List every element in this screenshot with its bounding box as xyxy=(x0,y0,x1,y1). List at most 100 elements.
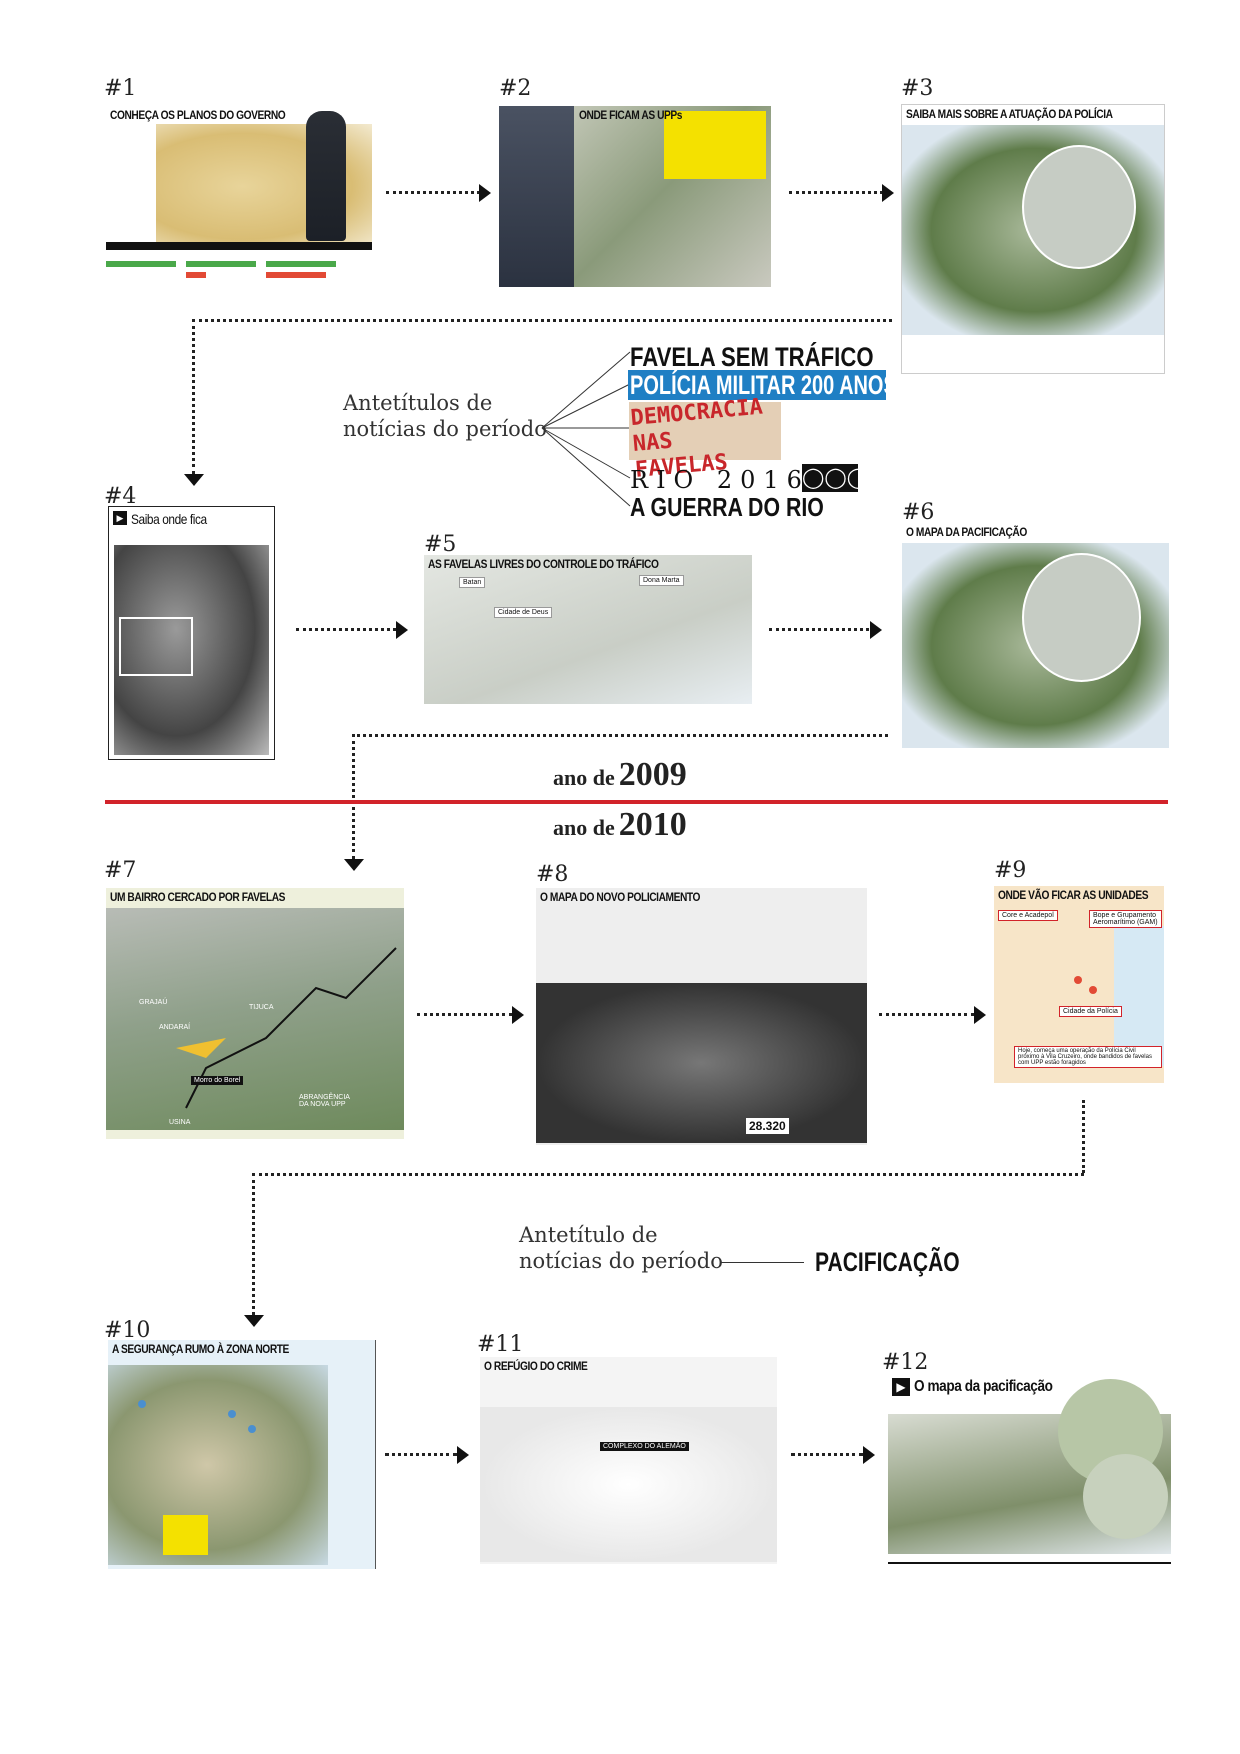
item-number: #6 xyxy=(902,500,935,525)
connector-line xyxy=(192,319,195,474)
map-label: ABRANGÊNCIA DA NOVA UPP xyxy=(299,1094,350,1108)
connector-arrow xyxy=(769,628,869,631)
item-number: #1 xyxy=(104,76,137,101)
thumbnail-title: O mapa da pacificação xyxy=(914,1378,1053,1395)
year-prefix: ano de xyxy=(553,815,615,840)
connector-line xyxy=(352,734,888,737)
zoom-circle xyxy=(1022,553,1141,682)
connector-line xyxy=(192,319,892,322)
satellite-image xyxy=(536,983,867,1143)
thumbnail-title: O REFÚGIO DO CRIME xyxy=(484,1359,588,1373)
arrow-head-icon xyxy=(344,859,364,871)
thumbnail-title: SAIBA MAIS SOBRE A ATUAÇÃO DA POLÍCIA xyxy=(906,107,1113,121)
thumbnail-8[interactable]: 28.320 O MAPA DO NOVO POLICIAMENTO xyxy=(536,888,867,1145)
item-number: #12 xyxy=(882,1350,929,1375)
map-label: ANDARAÍ xyxy=(159,1024,191,1031)
map-label: Cidade da Polícia xyxy=(1059,1006,1122,1017)
thumbnail-7[interactable]: GRAJAÚ TIJUCA ANDARAÍ Morro do Borel ABR… xyxy=(106,888,404,1139)
thumbnail-title: ONDE FICAM AS UPPs xyxy=(579,108,683,122)
connector-arrow xyxy=(791,1453,863,1456)
arrow-head-icon xyxy=(479,184,491,202)
thumbnail-title: A SEGURANÇA RUMO À ZONA NORTE xyxy=(112,1342,289,1356)
item-number: #2 xyxy=(499,76,532,101)
thumbnail-title: UM BAIRRO CERCADO POR FAVELAS xyxy=(110,890,286,904)
antetitulo-label: Antetítulo de notícias do período xyxy=(519,1222,723,1274)
arrow-head-icon xyxy=(244,1315,264,1327)
police-officer-photo xyxy=(306,111,346,241)
thumbnail-title: O MAPA DA PACIFICAÇÃO xyxy=(906,525,1027,539)
play-icon: ▶ xyxy=(113,511,127,525)
item-number: #3 xyxy=(901,76,934,101)
thumbnail-title: ONDE VÃO FICAR AS UNIDADES xyxy=(998,888,1149,902)
year-2010-label: ano de 2010 xyxy=(553,806,687,844)
zoom-circle xyxy=(1083,1454,1168,1539)
thumbnail-1[interactable]: CONHEÇA OS PLANOS DO GOVERNO xyxy=(106,106,372,279)
map-image xyxy=(108,1365,328,1565)
thumbnail-2[interactable]: ONDE FICAM AS UPPs xyxy=(499,106,771,287)
thumbnail-title: Saiba onde fica xyxy=(131,511,207,527)
item-number: #8 xyxy=(536,862,569,887)
headline-policia-militar: POLÍCIA MILITAR 200 ANOS xyxy=(630,370,897,400)
thumbnail-11[interactable]: COMPLEXO DO ALEMÃO O REFÚGIO DO CRIME xyxy=(480,1357,777,1564)
thumbnail-4[interactable]: ▶ Saiba onde fica xyxy=(108,506,275,760)
aerial-image xyxy=(106,908,404,1130)
thumbnail-title: O MAPA DO NOVO POLICIAMENTO xyxy=(540,890,701,904)
item-number: #7 xyxy=(104,858,137,883)
connector-arrow xyxy=(386,191,480,194)
year-divider xyxy=(105,800,1168,804)
map-label: TIJUCA xyxy=(249,1004,274,1011)
info-box xyxy=(664,111,766,179)
thumbnail-6[interactable]: O MAPA DA PACIFICAÇÃO xyxy=(902,523,1169,760)
map-label: Bope e Grupamento Aeromarítimo (GAM) xyxy=(1089,910,1162,928)
connector-arrow xyxy=(789,191,883,194)
map-label: USINA xyxy=(169,1119,191,1126)
thumbnail-10[interactable]: A SEGURANÇA RUMO À ZONA NORTE xyxy=(108,1340,376,1569)
connector-arrow xyxy=(417,1013,512,1016)
zoom-circle xyxy=(1022,145,1136,269)
item-number: #11 xyxy=(477,1332,524,1357)
total-value: 28.320 xyxy=(746,1118,789,1134)
thumbnail-title: CONHEÇA OS PLANOS DO GOVERNO xyxy=(110,108,286,122)
label-line: Antetítulos de xyxy=(343,391,493,415)
map-image xyxy=(480,1407,777,1562)
connector-line xyxy=(252,1173,1084,1176)
item-number: #10 xyxy=(104,1318,151,1343)
year-2009-label: ano de 2009 xyxy=(553,756,687,794)
year-prefix: ano de xyxy=(553,765,615,790)
bracket-lines xyxy=(541,351,631,507)
bay-area xyxy=(1114,926,1164,1066)
item-number: #5 xyxy=(424,532,457,557)
headline-guerra-do-rio: A GUERRA DO RIO xyxy=(630,492,824,522)
connector-arrow xyxy=(385,1453,457,1456)
thumbnail-5[interactable]: Batan Cidade de Deus Dona Marta AS FAVEL… xyxy=(424,555,752,704)
police-officer-photo xyxy=(499,106,574,287)
label-line: notícias do período xyxy=(519,1249,723,1273)
play-icon: ▶ xyxy=(892,1378,910,1396)
olympic-rings-icon: ◯◯◯ xyxy=(802,464,869,492)
thumbnail-3[interactable]: SAIBA MAIS SOBRE A ATUAÇÃO DA POLÍCIA xyxy=(901,104,1165,374)
connector-line xyxy=(252,1173,255,1315)
connector-line xyxy=(352,734,355,859)
arrow-head-icon xyxy=(870,621,882,639)
thumbnail-9[interactable]: Core e Acadepol Bope e Grupamento Aeroma… xyxy=(994,886,1164,1083)
info-box xyxy=(163,1515,208,1555)
highlight-box xyxy=(119,617,193,676)
connector-line xyxy=(1082,1100,1085,1173)
headline-pacificacao: PACIFICAÇÃO xyxy=(815,1247,960,1277)
thumbnail-title: AS FAVELAS LIVRES DO CONTROLE DO TRÁFICO xyxy=(428,557,659,571)
arrow-head-icon xyxy=(457,1446,469,1464)
year-value: 2009 xyxy=(618,756,687,793)
year-value: 2010 xyxy=(618,806,687,843)
arrow-head-icon xyxy=(512,1006,524,1024)
map-label: Core e Acadepol xyxy=(998,910,1058,921)
item-number: #4 xyxy=(104,484,137,509)
legend-bar xyxy=(106,242,372,250)
headline-democracia-box: DEMOCRACIA NAS FAVELAS xyxy=(629,395,781,483)
connector-arrow xyxy=(879,1013,974,1016)
item-number: #9 xyxy=(994,858,1027,883)
thumbnail-12[interactable]: ▶ O mapa da pacificação xyxy=(888,1374,1171,1564)
headline-favela-sem-trafico: FAVELA SEM TRÁFICO xyxy=(630,342,874,372)
map-label: Morro do Borel xyxy=(191,1076,244,1085)
arrow-head-icon xyxy=(396,621,408,639)
